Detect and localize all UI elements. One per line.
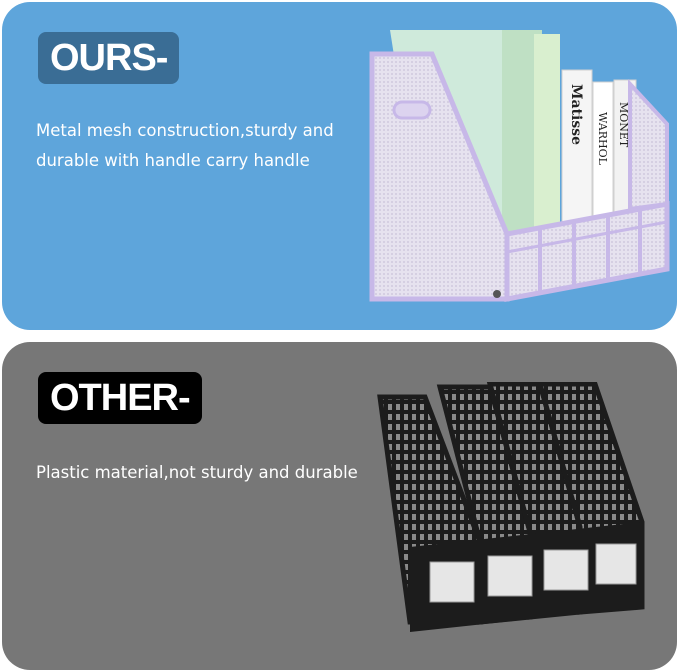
- label-card-3: [543, 549, 589, 591]
- organizer-front: [410, 522, 642, 632]
- black-plastic-organizer-image: [377, 382, 645, 632]
- ours-panel: OURS- Metal mesh construction,sturdy and…: [2, 2, 677, 330]
- other-description: Plastic material,not sturdy and durable: [36, 463, 358, 482]
- label-card-4: [595, 543, 637, 585]
- ours-description: Metal mesh construction,sturdy and durab…: [36, 121, 334, 170]
- label-card-2: [487, 555, 533, 597]
- book-spine-monet: MONET: [617, 102, 630, 148]
- label-card-1: [429, 561, 475, 603]
- other-panel: OTHER- Plastic material,not sturdy and d…: [2, 342, 677, 670]
- organizer-front-base: [504, 78, 670, 303]
- ours-badge: OURS-: [38, 32, 180, 84]
- purple-mesh-organizer-image: Matisse WARHOL MONET: [369, 30, 670, 303]
- carry-handle-icon: [392, 100, 432, 120]
- book-spine-warhol: WARHOL: [596, 112, 609, 166]
- book-spine-matisse: Matisse: [568, 84, 584, 145]
- other-badge: OTHER-: [38, 372, 202, 424]
